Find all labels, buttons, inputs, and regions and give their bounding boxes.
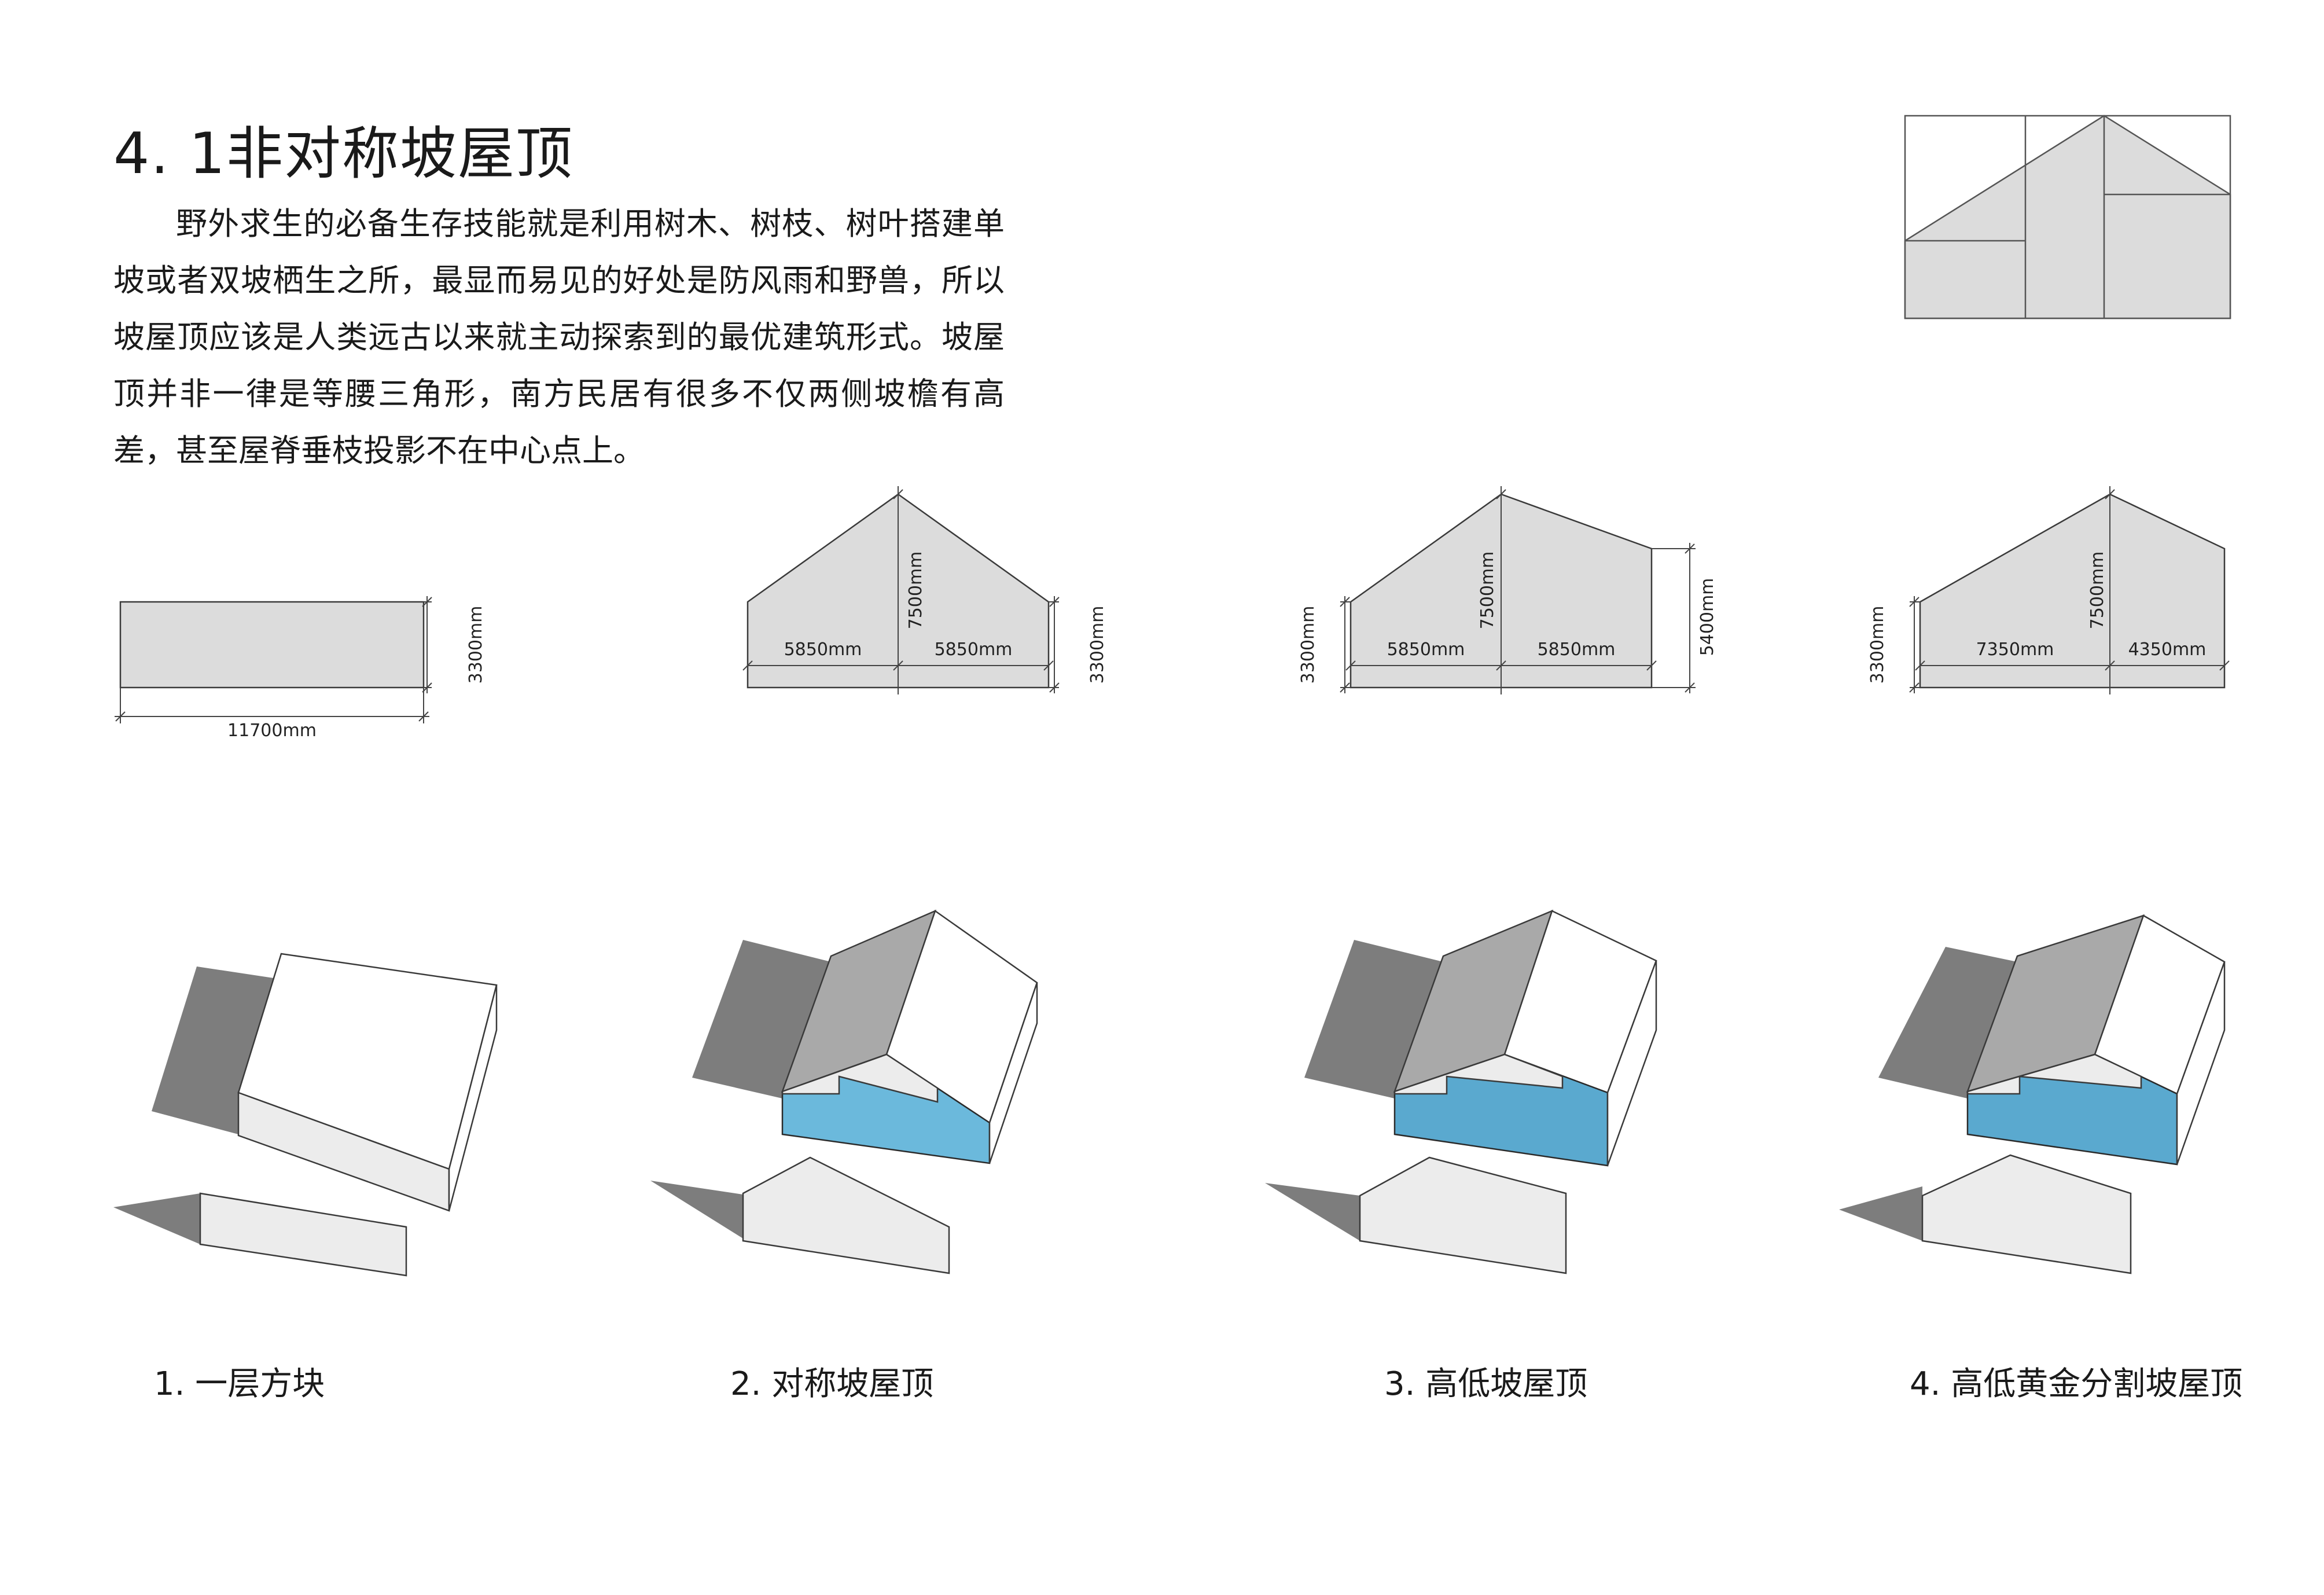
dimension-tick bbox=[1496, 660, 1506, 671]
elevation-symmetric-gable: 5850mm 5850mm 7500mm 3300mm bbox=[742, 486, 1108, 694]
caption-high-low-gable: 3. 高低坡屋顶 bbox=[1384, 1365, 1588, 1403]
symmetric-ceiling bbox=[781, 1053, 939, 1103]
golden-shadow bbox=[1878, 947, 2017, 1098]
dimension-label: 7500mm bbox=[906, 552, 926, 630]
dimension-tick bbox=[1909, 682, 1919, 693]
dimension-tick bbox=[1646, 660, 1657, 671]
golden-elevation-shape bbox=[1919, 493, 2226, 689]
dimension-tick bbox=[893, 660, 903, 671]
dimension-tick bbox=[2105, 660, 2115, 671]
high-low-side-face bbox=[1606, 960, 1657, 1166]
axonometric-golden-gable bbox=[1839, 914, 2226, 1274]
dimension-tick bbox=[1685, 682, 1695, 693]
thumbnail-roof-shape bbox=[1904, 115, 2231, 319]
high-low-slab bbox=[1359, 1156, 1567, 1274]
intro-text: 野外求生的必备生存技能就是利用树木、树枝、树叶搭建单坡或者双坡栖生之所，最显而易… bbox=[113, 196, 1005, 479]
dimension-tick bbox=[1049, 597, 1060, 607]
dimension-label: 7350mm bbox=[1976, 640, 2054, 660]
page-title: 4. 1非对称坡屋顶 bbox=[113, 121, 574, 187]
dimension-tick bbox=[1496, 489, 1506, 499]
dimension-tick bbox=[1049, 682, 1060, 693]
golden-section-thumbnail bbox=[1904, 115, 2231, 319]
block-elevation-shape bbox=[119, 601, 425, 689]
golden-ceiling bbox=[1966, 1053, 2142, 1095]
dimension-label: 5850mm bbox=[1387, 640, 1465, 660]
dimension-label: 7500mm bbox=[1477, 552, 1498, 630]
dimension-tick bbox=[418, 711, 429, 722]
dimension-tick bbox=[1345, 660, 1356, 671]
symmetric-slab-shadow bbox=[650, 1181, 743, 1238]
high-low-slab-shadow bbox=[1265, 1183, 1360, 1241]
intro-paragraph: 野外求生的必备生存技能就是利用树木、树枝、树叶搭建单坡或者双坡栖生之所，最显而易… bbox=[113, 205, 1005, 469]
axonometric-symmetric-gable bbox=[650, 909, 1038, 1274]
dimension-tick bbox=[2105, 489, 2115, 499]
elevation-golden-gable: 7350mm 4350mm 7500mm 3300mm bbox=[1867, 486, 2230, 694]
elevation-block: 3300mm 11700mm bbox=[115, 596, 486, 741]
dimension-tick bbox=[1043, 660, 1054, 671]
dimension-label: 11700mm bbox=[227, 721, 317, 741]
axonometric-block bbox=[113, 953, 498, 1277]
block-slab bbox=[199, 1192, 407, 1277]
high-low-ceiling bbox=[1393, 1053, 1564, 1095]
dimension-label: 7500mm bbox=[2087, 552, 2108, 630]
elevation-high-low-gable: 5850mm 5850mm 7500mm 3300mm 5400mm bbox=[1298, 486, 1718, 694]
golden-slab-shadow bbox=[1839, 1186, 1922, 1241]
block-side-face bbox=[448, 984, 498, 1211]
dimension-tick bbox=[1909, 597, 1919, 607]
caption-golden-gable: 4. 高低黄金分割坡屋顶 bbox=[1910, 1365, 2243, 1403]
dimension-tick bbox=[422, 597, 432, 607]
dimension-tick bbox=[1340, 682, 1350, 693]
dimension-tick bbox=[1685, 543, 1695, 554]
axonometric-high-low-gable bbox=[1265, 909, 1657, 1274]
golden-slab bbox=[1921, 1154, 2132, 1274]
dimension-label: 3300mm bbox=[466, 606, 486, 684]
dimension-label: 5850mm bbox=[935, 640, 1013, 660]
dimension-tick bbox=[2219, 660, 2230, 671]
dimension-tick bbox=[115, 711, 126, 722]
symmetric-side-face bbox=[988, 982, 1038, 1164]
dimension-label: 5850mm bbox=[784, 640, 862, 660]
caption-block: 1. 一层方块 bbox=[154, 1365, 325, 1403]
dimension-tick bbox=[1915, 660, 1925, 671]
golden-side-face bbox=[2176, 961, 2226, 1165]
dimension-label: 5850mm bbox=[1538, 640, 1616, 660]
dimension-tick bbox=[1340, 597, 1350, 607]
caption-symmetric-gable: 2. 对称坡屋顶 bbox=[730, 1365, 934, 1403]
symmetric-slab bbox=[742, 1156, 950, 1274]
dimension-label: 5400mm bbox=[1697, 578, 1718, 656]
block-slab-shadow bbox=[113, 1193, 200, 1244]
dimension-label: 4350mm bbox=[2128, 640, 2207, 660]
dimension-tick bbox=[893, 489, 903, 499]
dimension-label: 3300mm bbox=[1867, 606, 1888, 684]
dimension-label: 3300mm bbox=[1087, 606, 1108, 684]
dimension-tick bbox=[742, 660, 753, 671]
dimension-label: 3300mm bbox=[1298, 606, 1318, 684]
